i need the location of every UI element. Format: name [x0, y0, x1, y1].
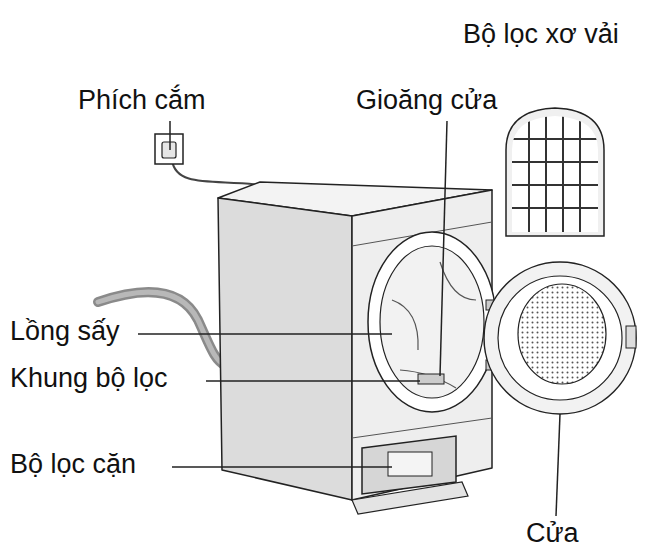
part-label: Bộ lọc cặn [10, 448, 136, 480]
lint-filter-bars [506, 110, 604, 236]
dryer-side [218, 198, 352, 500]
part-label: Gioăng cửa [356, 84, 497, 116]
door-inner-ring [498, 276, 622, 400]
lint-filter-grid [506, 110, 604, 236]
leader-lines [138, 121, 560, 516]
door-latch [626, 326, 636, 348]
door-gasket [368, 232, 496, 412]
dryer-drum [380, 246, 484, 398]
door [484, 262, 636, 414]
wall-socket [155, 134, 183, 164]
drum-paddles [392, 262, 476, 388]
part-label: Bộ lọc xơ vải [463, 18, 619, 50]
power-cable [172, 160, 268, 186]
leader-line [556, 414, 560, 516]
lint-filter-screen [512, 116, 598, 232]
base-panel-line [352, 418, 492, 438]
leader-line [138, 333, 392, 335]
part-label: Cửa [526, 517, 579, 549]
leader-line [169, 121, 171, 150]
part-label: Phích cắm [78, 84, 206, 116]
sediment-filter-handle [388, 452, 432, 476]
filter-flap [352, 482, 468, 514]
plug-symbol [162, 142, 176, 158]
lint-filter [506, 108, 604, 236]
door-mesh [518, 284, 606, 384]
leader-line [206, 380, 420, 382]
part-label: Lồng sấy [10, 315, 120, 347]
leader-line [440, 121, 447, 376]
part-label: Khung bộ lọc [10, 362, 168, 394]
leader-line [172, 466, 392, 468]
